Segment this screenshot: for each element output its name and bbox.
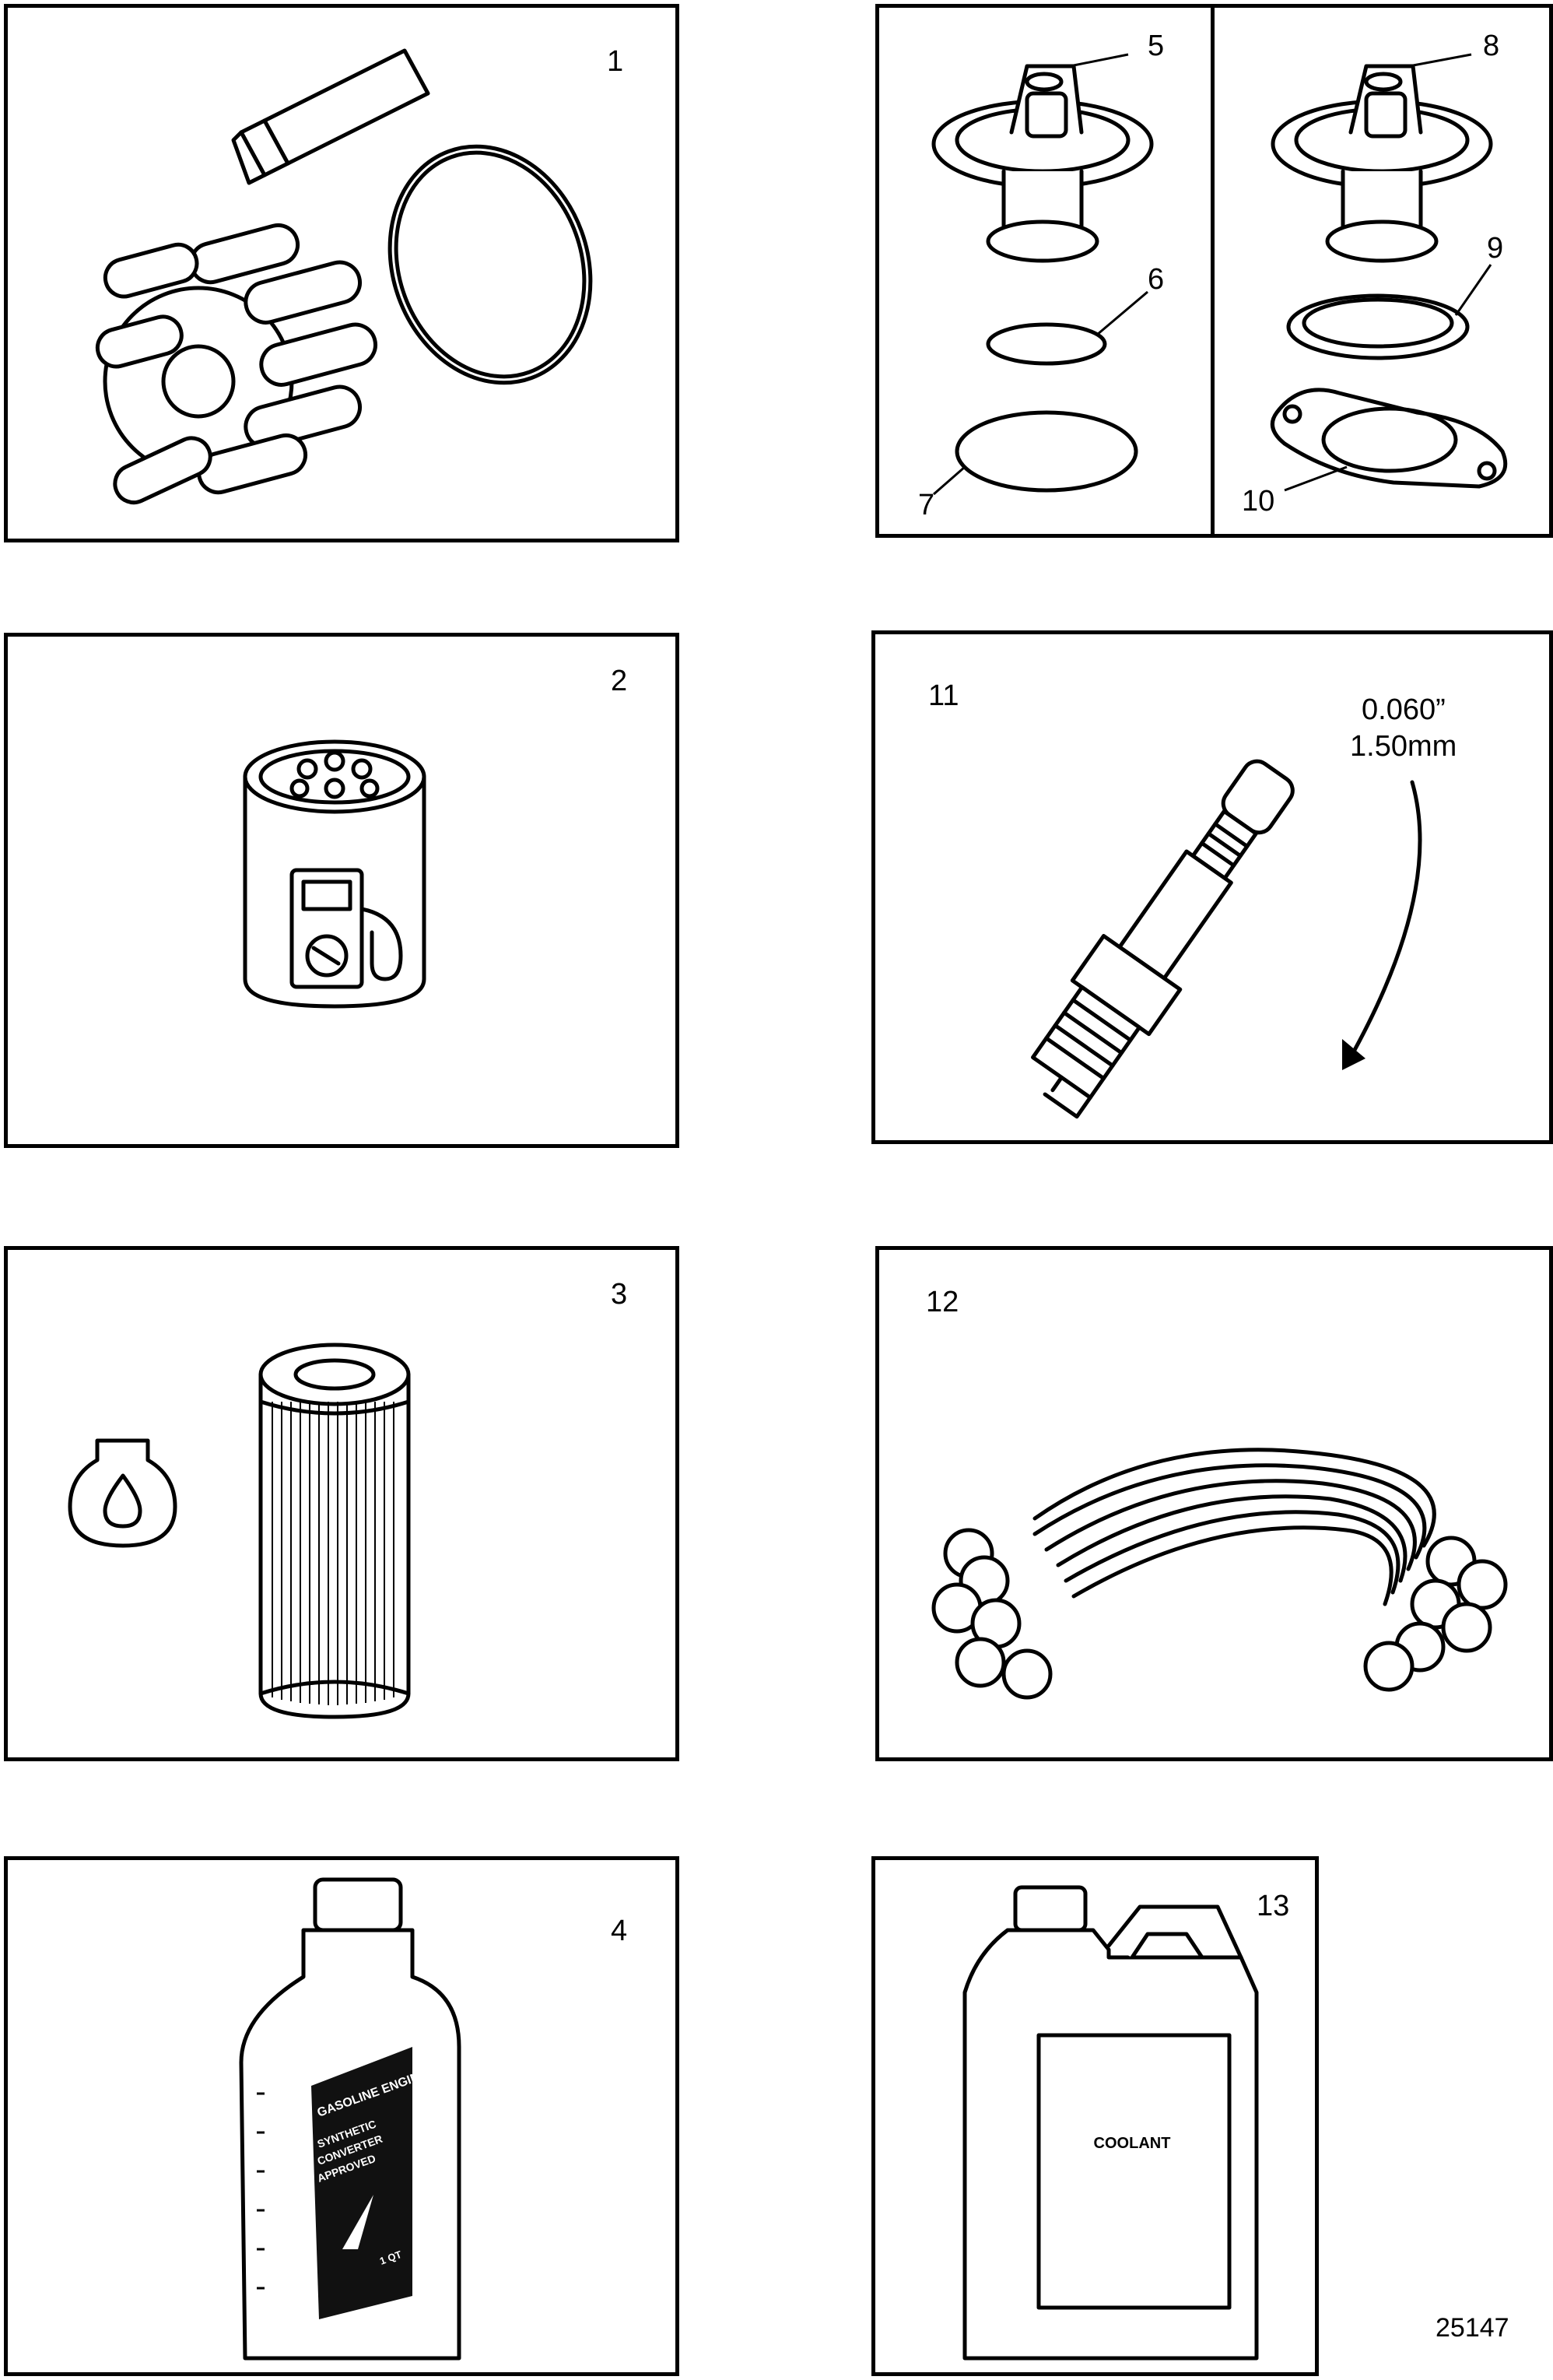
plug-boots-left [931, 1528, 1053, 1700]
callout-9: 9 [1487, 232, 1504, 265]
ignition-wires-illustration [931, 1448, 1508, 1700]
callout-1: 1 [607, 45, 624, 78]
impeller-kit-illustration [95, 48, 593, 505]
thermostat-b-illustration [1270, 53, 1508, 492]
fuel-filter-illustration [243, 739, 426, 1009]
callout-3: 3 [611, 1278, 628, 1311]
plug-boots-right [1363, 1536, 1508, 1692]
panel-spark-plug: 11 0.060” 1.50mm [871, 630, 1553, 1144]
callout-11: 11 [928, 679, 959, 712]
thermostat-a-large-seal [955, 410, 1138, 493]
callout-2: 2 [611, 665, 628, 697]
callout-12: 12 [926, 1286, 959, 1318]
callout-4: 4 [611, 1915, 628, 1947]
callout-5: 5 [1148, 30, 1165, 62]
panel-fuel-filter: 2 [4, 633, 679, 1148]
thermostat-b-gasket-ring [1286, 293, 1470, 360]
gap-inch-label: 0.060” [1362, 693, 1446, 726]
callout-6: 6 [1148, 263, 1165, 296]
callout-7: 7 [918, 489, 935, 521]
oil-drop-icon [68, 1438, 177, 1548]
thermostat-b-flange-gasket [1270, 388, 1508, 489]
engine-oil-bottle-illustration: GASOLINE ENGINE OIL SYNTHETIC CONVERTER … [239, 1877, 461, 2361]
panel-coolant: 13 COOLANT [871, 1856, 1319, 2376]
thermostat-a-small-seal [986, 322, 1107, 366]
spark-plug-illustration [1031, 759, 1422, 1119]
panel-ignition-wires: 12 [875, 1246, 1553, 1761]
callout-13: 13 [1257, 1890, 1290, 1922]
coolant-jug-illustration: COOLANT [962, 1885, 1259, 2361]
panel-engine-oil: 4 GASOLINE ENGINE OIL SYNTHETIC CONVERTE… [4, 1856, 679, 2376]
gap-arrow-icon [1348, 780, 1422, 1061]
oil-filter-illustration [68, 1343, 411, 1719]
panel-impeller-kit: 1 [4, 4, 679, 542]
panel-thermostat-b: 8 9 10 [1211, 4, 1553, 538]
panel-oil-filter: 3 [4, 1246, 679, 1761]
coolant-label: COOLANT [1094, 2135, 1171, 2152]
o-ring-icon [387, 144, 593, 385]
impeller-icon [95, 223, 378, 505]
figure-number: 25147 [1436, 2313, 1509, 2343]
fuel-pump-icon [289, 868, 403, 989]
gap-mm-label: 1.50mm [1350, 730, 1457, 763]
thermostat-a-illustration [931, 53, 1154, 496]
grease-tube-icon [231, 48, 430, 185]
callout-10: 10 [1242, 485, 1275, 518]
panel-thermostat-a: 5 6 7 [875, 4, 1215, 538]
callout-8: 8 [1483, 30, 1500, 62]
